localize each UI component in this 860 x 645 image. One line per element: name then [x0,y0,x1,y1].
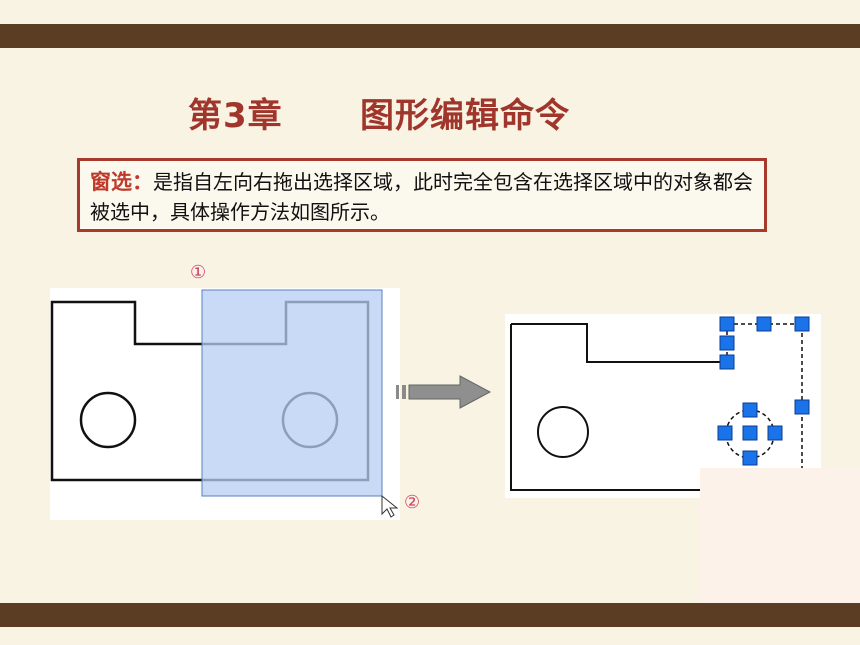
grip-icon [767,425,783,441]
selection-window [201,289,383,497]
grip-icon [742,425,758,441]
decorative-panel [700,468,860,603]
bottom-bar [0,603,860,627]
right-figure [505,314,821,498]
definition-text: 是指自左向右拖出选择区域，此时完全包含在选择区域中的对象都会被选中，具体操作方法… [90,170,753,224]
definition-term: 窗选： [90,170,153,194]
grip-icon [719,354,735,370]
marker-start: ① [190,262,207,283]
marker-end: ② [404,492,421,513]
chapter-label: 第3章 [188,96,283,136]
grip-icon [719,335,735,351]
title-text: 图形编辑命令 [360,96,570,136]
grip-icon [756,316,772,332]
grip-icon [794,399,810,415]
selected-outline [727,323,803,490]
grip-group [717,316,810,498]
right-arrow-icon [396,375,492,409]
left-hole [79,391,137,449]
definition-box: 窗选：是指自左向右拖出选择区域，此时完全包含在选择区域中的对象都会被选中，具体操… [77,158,767,232]
right-figure-canvas [505,314,821,498]
cursor-icon [381,494,399,518]
grip-icon [717,425,733,441]
grip-icon [742,402,758,418]
left-figure [50,288,400,520]
unselected-hole [537,406,589,458]
grip-icon [719,316,735,332]
top-bar [0,24,860,48]
unselected-outline-top [511,323,727,363]
grip-icon [742,450,758,466]
grip-icon [794,316,810,332]
